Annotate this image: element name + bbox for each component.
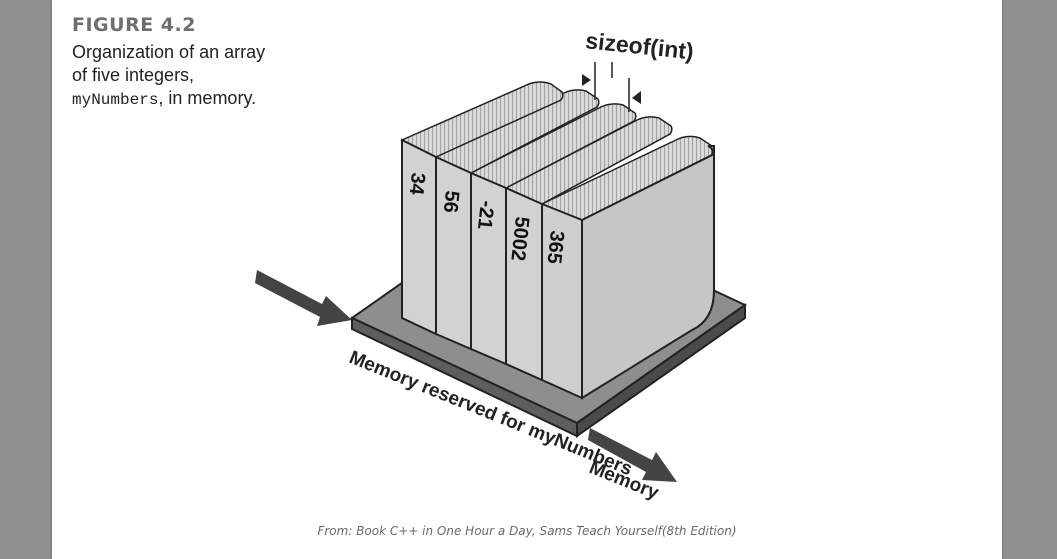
- incoming-arrow: [255, 270, 352, 326]
- caption-code: myNumbers: [72, 91, 159, 109]
- book-5: [540, 135, 715, 400]
- spine-value-1: 34: [405, 171, 429, 196]
- book-3: [469, 103, 637, 366]
- sizeof-label: sizeof(int): [584, 27, 695, 64]
- page: FIGURE 4.2 Organization of an array of f…: [52, 0, 1002, 559]
- array-memory-diagram: 34 56 -21 5002 365 sizeof(int) Memory re…: [255, 27, 747, 504]
- spine-value-2: 56: [439, 189, 463, 213]
- memory-direction-arrow: [588, 428, 677, 482]
- spine-value-5: 365: [543, 229, 568, 264]
- sizeof-bracket: [582, 62, 641, 112]
- figure-caption: Organization of an array of five integer…: [72, 41, 282, 112]
- caption-text-end: , in memory.: [158, 88, 257, 108]
- spine-value-4: 5002: [506, 215, 533, 262]
- source-credit: From: Book C++ in One Hour a Day, Sams T…: [317, 524, 737, 538]
- book-1: [400, 81, 564, 336]
- figure-label: FIGURE 4.2: [72, 14, 196, 36]
- spine-value-3: -21: [473, 199, 498, 230]
- caption-text: Organization of an array of five integer…: [72, 42, 266, 85]
- book-4: [504, 116, 673, 382]
